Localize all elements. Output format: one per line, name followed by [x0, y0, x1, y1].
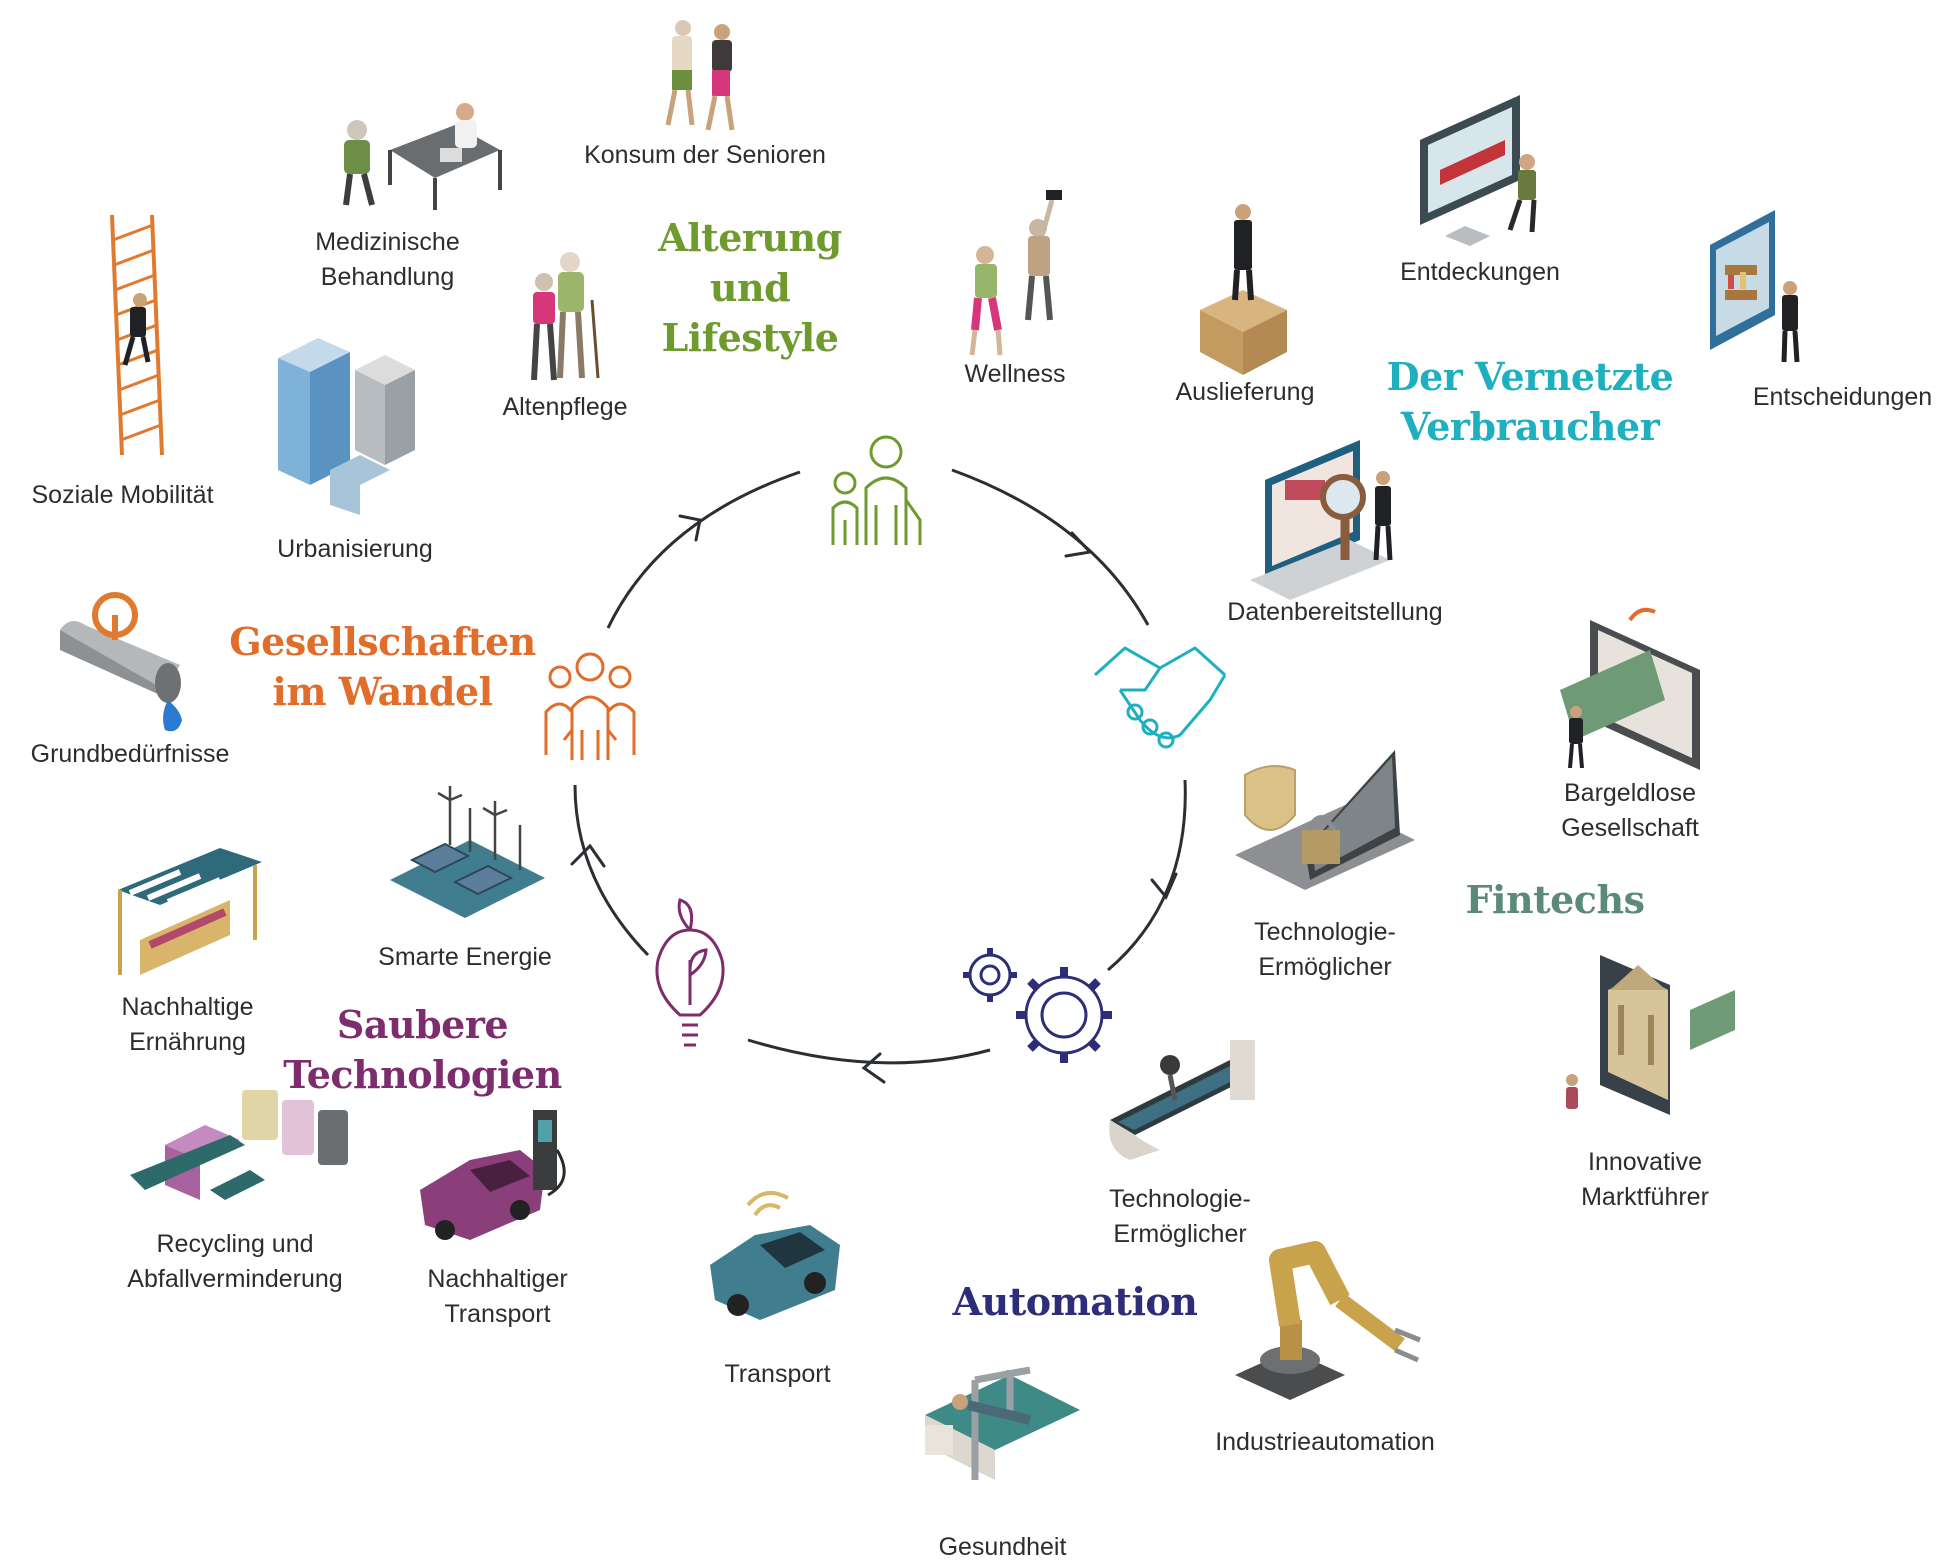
label-wellness: Wellness — [964, 360, 1066, 388]
delivery-box-icon — [1200, 204, 1287, 375]
label-entdeckungen: Entdeckungen — [1400, 258, 1560, 286]
data-magnifier-icon — [1250, 440, 1393, 600]
heading-clean-technologies: Saubere Technologien — [283, 1002, 562, 1097]
heading-connected-consumer: Der Vernetzte Verbraucher — [1386, 354, 1674, 449]
label-soziale-mobilitaet: Soziale Mobilität — [31, 481, 214, 509]
medical-scanner-icon — [925, 1366, 1080, 1480]
card-tablet-icon — [1560, 607, 1700, 770]
cycle-arc-left — [573, 784, 650, 957]
robot-conveyor-icon — [1109, 1040, 1255, 1160]
cycle-arrowheads — [570, 514, 1178, 1084]
label-gesundheit: Gesundheit — [938, 1533, 1067, 1561]
robot-arm-icon — [1235, 1241, 1421, 1400]
heading-automation: Automation — [952, 1279, 1198, 1324]
heading-fintechs: Fintechs — [1465, 877, 1645, 922]
cycle-ring — [573, 468, 1187, 1065]
cycle-arc-top-left — [606, 470, 801, 629]
office-towers-icon — [278, 338, 415, 515]
family-icon — [831, 435, 922, 545]
lightbulb-leaf-icon — [655, 898, 725, 1047]
shield-laptop-icon — [1235, 750, 1415, 890]
label-industrieautomation: Industrieautomation — [1215, 1428, 1435, 1456]
heading-aging-lifestyle: Alterung und Lifestyle — [658, 215, 842, 360]
seniors-walking-icon — [665, 20, 735, 131]
people-group-icon — [544, 652, 636, 760]
cycle-arc-right — [1107, 779, 1187, 972]
water-pipe-icon — [60, 592, 182, 732]
arrowhead-1 — [1064, 531, 1094, 558]
label-grundbeduerfnisse: Grundbedürfnisse — [30, 740, 230, 768]
arrowhead-5 — [678, 514, 702, 542]
label-entscheidungen: Entscheidungen — [1752, 383, 1933, 411]
fitness-seniors-icon — [969, 190, 1062, 356]
cycle-arc-bottom — [747, 1038, 991, 1065]
connected-car-icon — [710, 1190, 840, 1320]
label-transport: Transport — [724, 1360, 831, 1388]
ladder-climber-icon — [110, 214, 164, 456]
label-bargeldlose-gesellschaft: Bargeldlose Gesellschaft — [1561, 779, 1699, 842]
label-nachhaltiger-transport: Nachhaltiger Transport — [427, 1265, 568, 1328]
label-auslieferung: Auslieferung — [1175, 378, 1315, 406]
label-urbanisierung: Urbanisierung — [277, 535, 433, 563]
label-datenbereitstellung: Datenbereitstellung — [1227, 598, 1443, 626]
arrowhead-2 — [1150, 872, 1178, 900]
elderly-care-icon — [531, 252, 600, 381]
market-stall-icon — [118, 848, 262, 975]
label-smarte-energie: Smarte Energie — [378, 943, 552, 971]
label-technologie-ermoeglicher-1: Technologie- Ermöglicher — [1254, 918, 1396, 981]
arrowhead-4 — [570, 843, 606, 868]
e-store-tablet-icon — [1710, 210, 1800, 363]
monitor-ad-icon — [1420, 95, 1537, 246]
ev-charger-car-icon — [420, 1110, 566, 1240]
handshake-icon — [1093, 646, 1227, 749]
arrowhead-3 — [861, 1052, 886, 1084]
label-konsum-senioren: Konsum der Senioren — [584, 141, 826, 169]
solar-wind-icon — [390, 786, 545, 918]
label-medizinische-behandlung: Medizinische Behandlung — [315, 228, 460, 291]
cycle-arc-top-right — [951, 468, 1150, 626]
bank-phone-icon — [1566, 955, 1735, 1115]
label-technologie-ermoeglicher-2: Technologie- Ermöglicher — [1109, 1185, 1251, 1248]
label-innovative-marktfuehrer: Innovative Marktführer — [1581, 1148, 1709, 1211]
label-recycling-abfallverminderung: Recycling und Abfallverminderung — [127, 1230, 343, 1293]
recycling-bins-icon — [130, 1090, 348, 1200]
label-altenpflege: Altenpflege — [502, 393, 628, 421]
doctor-desk-icon — [343, 103, 502, 210]
label-nachhaltige-ernaehrung: Nachhaltige Ernährung — [121, 993, 254, 1056]
heading-changing-societies: Gesellschaften im Wandel — [229, 619, 536, 714]
gears-icon — [963, 948, 1112, 1063]
